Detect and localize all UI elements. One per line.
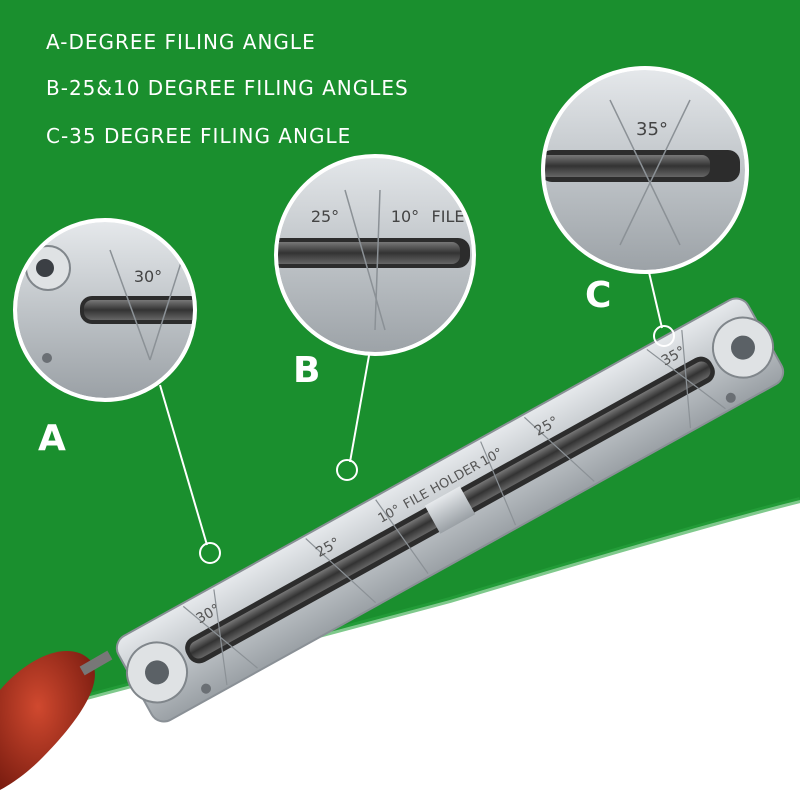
file-handle (0, 650, 113, 790)
leader-line-b (349, 349, 371, 463)
magnifier-b: 25° 10° FILE (274, 154, 476, 356)
file-holder-tool: 30° 25° 10° FILE HOLDER 10° 25° 35° (115, 297, 785, 723)
legend-line-c: C-35 DEGREE FILING ANGLE (46, 124, 352, 148)
magnifier-b-file-text: FILE (432, 207, 465, 226)
leader-line-c (647, 267, 663, 329)
magnifier-a: 30° (13, 218, 197, 402)
callout-letter-b: B (293, 350, 321, 391)
magnifier-c-angle: 35° (636, 119, 668, 140)
white-swoosh (0, 500, 800, 800)
anchor-b (336, 459, 358, 481)
center-bridge (424, 486, 476, 534)
magnifier-a-angle: 30° (134, 267, 162, 286)
bolt-hole (725, 392, 736, 403)
magnifier-b-angle-25: 25° (311, 207, 339, 226)
callout-letter-a: A (38, 418, 66, 459)
legend-line-a: A-DEGREE FILING ANGLE (46, 30, 316, 54)
anchor-a (199, 542, 221, 564)
bolt-hole (201, 683, 212, 694)
leader-line-a (159, 384, 208, 546)
magnifier-c: 35° (541, 66, 749, 274)
callout-letter-c: C (585, 275, 612, 316)
legend-line-b: B-25&10 DEGREE FILING ANGLES (46, 76, 409, 100)
magnifier-b-angle-10: 10° (391, 207, 419, 226)
anchor-c (653, 325, 675, 347)
